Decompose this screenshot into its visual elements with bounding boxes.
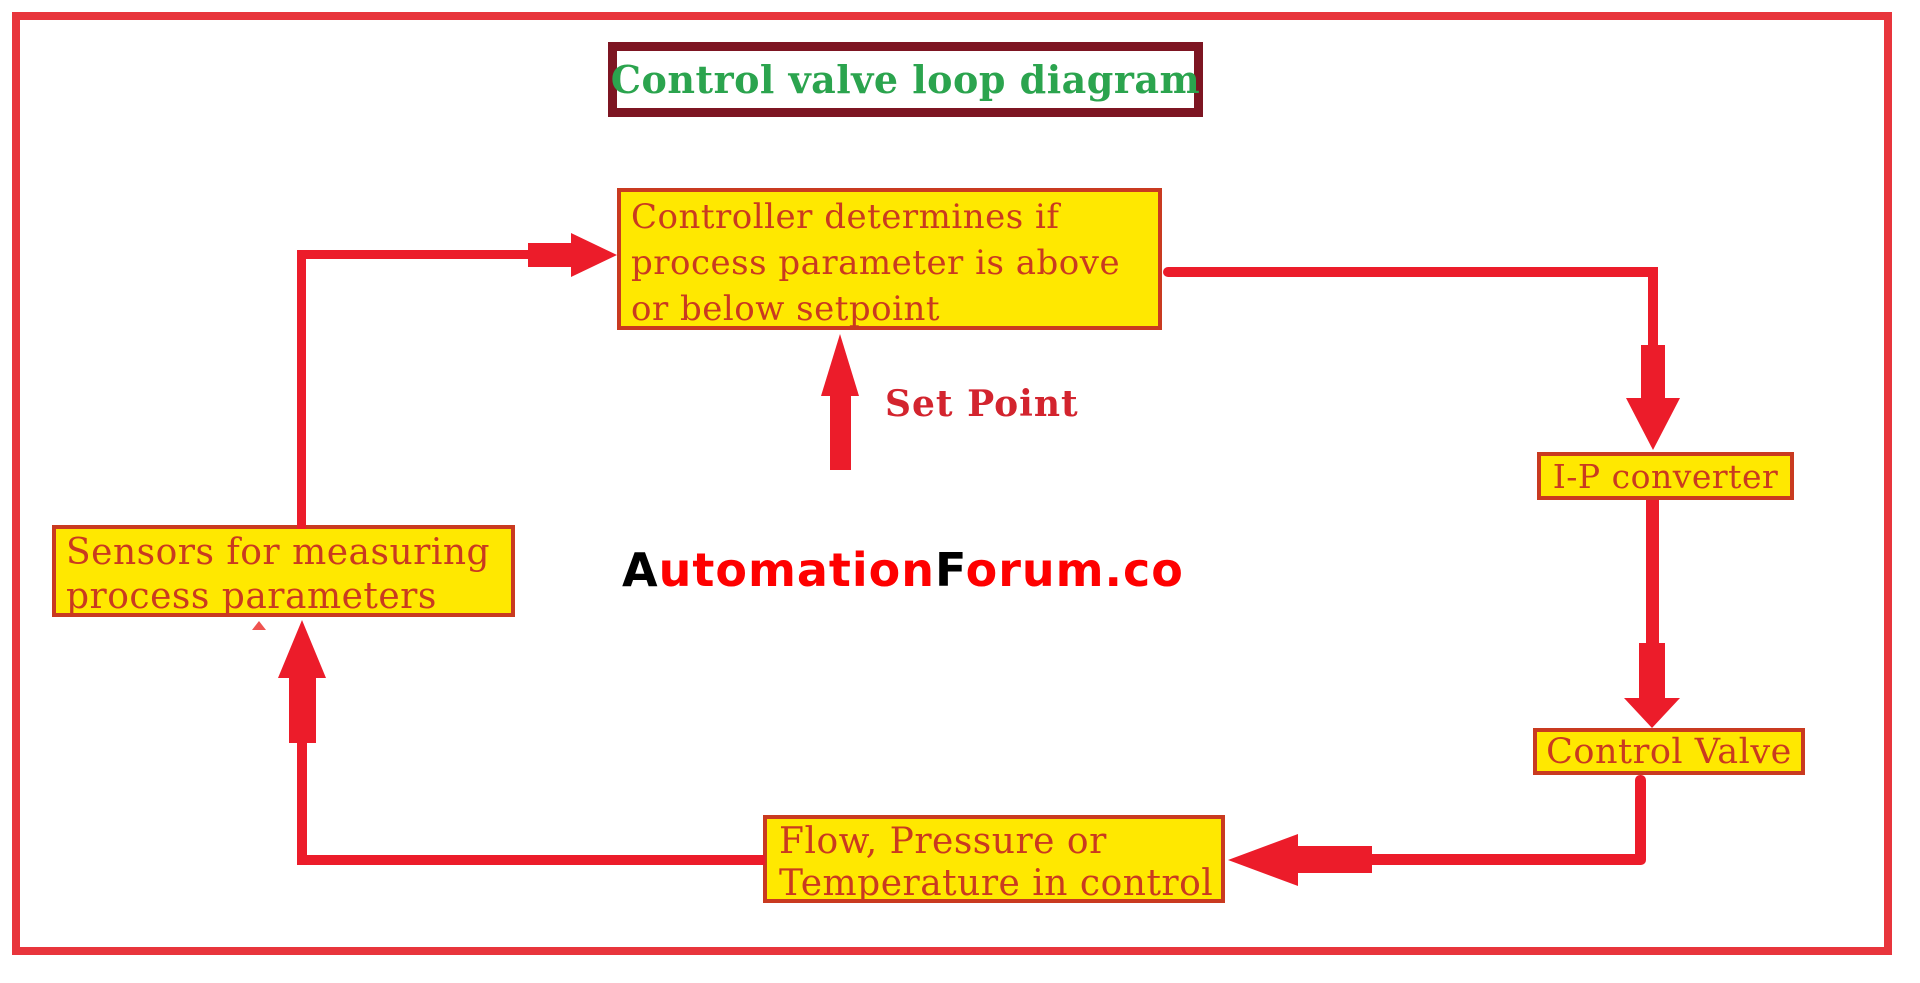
control-valve-box: Control Valve [1533,728,1805,775]
line-segment [1648,268,1658,348]
outer-frame [12,12,1892,955]
line-segment [1646,500,1659,645]
controller-box-line: or below setpoint [631,289,941,329]
line-segment [297,741,307,862]
arrow-head-left-icon [1228,834,1298,886]
arrow-head-up-icon [278,620,326,678]
arrow-shaft [1641,345,1665,400]
watermark-part: F [935,543,966,597]
arrow-shaft [1296,846,1372,873]
process-variable-line: Flow, Pressure or [779,821,1107,862]
sensors-box-line: Sensors for measuring [66,532,491,573]
page-title: Control valve loop diagram [610,57,1201,102]
process-variable-box: Flow, Pressure or Temperature in control [763,815,1225,904]
arrow-head-right-icon [571,233,617,277]
arrow-shaft [1639,643,1665,700]
watermark-part: utomation [658,543,936,597]
ip-converter-box: I-P converter [1537,452,1794,500]
sensors-box-line: process parameters [66,576,437,617]
sensors-box: Sensors for measuring process parameters [52,525,515,617]
stray-mark [252,621,266,630]
arrow-shaft [830,394,851,470]
line-segment [1163,267,1658,277]
set-point-label: Set Point [885,383,1079,425]
process-variable-line: Temperature in control [779,863,1214,904]
title-box: Control valve loop diagram [608,42,1203,117]
control-valve-label: Control Valve [1546,731,1792,772]
watermark: AutomationForum.co [622,543,1184,597]
arrow-head-down-icon [1626,398,1680,450]
line-segment [1635,775,1646,860]
watermark-part: orum.co [965,543,1184,597]
watermark-part: A [622,543,659,597]
arrow-shaft [289,676,316,743]
line-segment [297,250,306,529]
arrow-head-down-icon [1624,698,1680,728]
arrow-shaft [528,243,573,267]
line-segment [297,855,765,865]
line-segment [1370,854,1646,865]
line-segment [298,250,530,259]
arrow-head-up-icon [821,334,859,396]
ip-converter-label: I-P converter [1552,456,1779,496]
controller-box-line: process parameter is above [631,243,1121,283]
controller-box: Controller determines if process paramet… [617,188,1162,330]
controller-box-line: Controller determines if [631,197,1060,237]
